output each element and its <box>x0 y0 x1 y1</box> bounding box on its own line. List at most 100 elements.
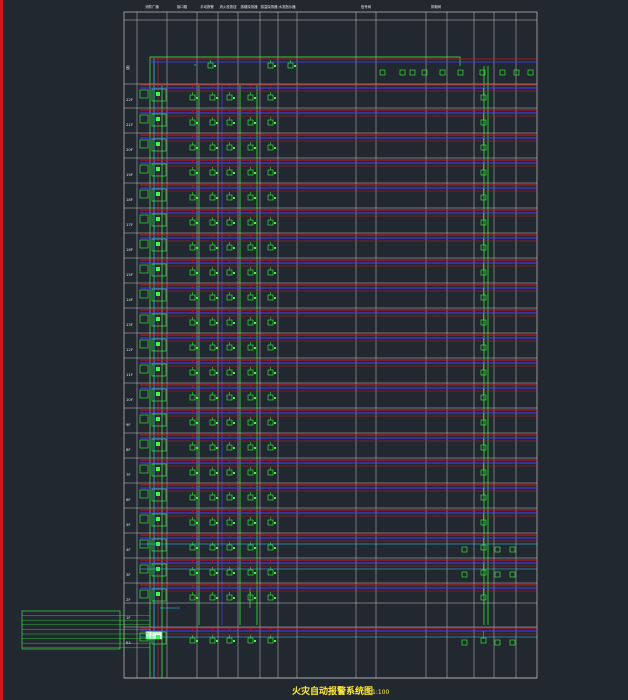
device-mark <box>274 322 276 324</box>
device-symbol <box>189 494 196 501</box>
device-mark <box>274 447 276 449</box>
device-symbol <box>267 269 274 276</box>
device-symbol <box>247 444 254 451</box>
device-symbol <box>226 144 233 151</box>
device-symbol <box>267 119 274 126</box>
module-box <box>151 263 167 277</box>
device-symbol <box>189 344 196 351</box>
device-mark <box>274 347 276 349</box>
device-symbol <box>226 444 233 451</box>
device-mark <box>216 122 218 124</box>
floor-label: 11F <box>126 372 133 377</box>
valve-symbol <box>480 544 487 551</box>
floor-label: 8F <box>126 447 131 452</box>
module-box <box>151 538 167 552</box>
valve-symbol <box>480 419 487 426</box>
device-mark <box>233 397 235 399</box>
device-mark <box>216 297 218 299</box>
floor-label: 7F <box>126 472 131 477</box>
device-mark <box>274 497 276 499</box>
valve-symbol <box>480 194 487 201</box>
device-symbol <box>226 494 233 501</box>
header-column-label: 手动报警 <box>200 4 214 9</box>
device-symbol <box>226 119 233 126</box>
device-symbol <box>226 419 233 426</box>
device-symbol <box>267 144 274 151</box>
device-symbol <box>209 637 216 644</box>
device-mark <box>274 65 276 67</box>
device-symbol <box>247 594 254 601</box>
roof-bus-loop <box>149 56 461 66</box>
device-mark <box>254 347 256 349</box>
header-column-label: 接口箱 <box>177 4 188 9</box>
module-box <box>151 238 167 252</box>
roof-device <box>527 69 534 76</box>
device-mark <box>254 297 256 299</box>
lower-device <box>461 546 468 553</box>
module-box <box>151 138 167 152</box>
device-mark <box>216 247 218 249</box>
floor-row: 屋 <box>124 58 537 85</box>
valve-symbol <box>480 444 487 451</box>
device-symbol <box>209 219 216 226</box>
valve-symbol <box>480 294 487 301</box>
roof-device <box>513 69 520 76</box>
module-box <box>151 588 167 602</box>
device-mark <box>216 372 218 374</box>
floor-row: 4F <box>124 534 537 559</box>
device-symbol <box>267 319 274 326</box>
device-symbol <box>226 169 233 176</box>
device-symbol <box>189 469 196 476</box>
floor-label: 22F <box>126 97 133 102</box>
device-symbol <box>226 319 233 326</box>
floor-row: 3F <box>124 559 537 584</box>
module-box <box>151 388 167 402</box>
junction-box <box>139 439 149 449</box>
floor-row: 8F <box>124 434 537 459</box>
device-mark <box>196 522 198 524</box>
device-mark <box>274 640 276 642</box>
device-symbol <box>247 194 254 201</box>
device-symbol <box>207 62 214 69</box>
floor-label: 19F <box>126 172 133 177</box>
device-mark <box>274 297 276 299</box>
device-mark <box>196 122 198 124</box>
legend-box <box>21 610 150 650</box>
floor-row: 6F <box>124 484 537 509</box>
device-mark <box>274 172 276 174</box>
device-symbol <box>267 544 274 551</box>
device-symbol <box>267 519 274 526</box>
device-mark <box>254 497 256 499</box>
junction-box <box>139 189 149 199</box>
device-mark <box>254 572 256 574</box>
device-symbol <box>267 344 274 351</box>
device-mark <box>274 472 276 474</box>
module-symbol <box>156 267 160 271</box>
valve-symbol <box>480 394 487 401</box>
device-symbol <box>267 394 274 401</box>
device-mark <box>196 397 198 399</box>
header-row: 消防广播接口箱手动报警消火栓按钮感烟探测器感温探测器水流指示器信号阀排烟阀 <box>124 4 537 21</box>
valve-symbol <box>480 469 487 476</box>
module-symbol <box>156 142 160 146</box>
floor-row: 20F <box>124 134 537 159</box>
module-symbol <box>156 342 160 346</box>
valve-symbol <box>480 519 487 526</box>
floor-label: 5F <box>126 522 131 527</box>
device-symbol <box>226 269 233 276</box>
device-symbol <box>247 219 254 226</box>
module-symbol <box>156 492 160 496</box>
floor-row: 10F <box>124 384 537 409</box>
device-mark <box>196 572 198 574</box>
device-symbol <box>209 394 216 401</box>
floor-label: 14F <box>126 297 133 302</box>
floor-label: 9F <box>126 422 131 427</box>
junction-box <box>139 264 149 274</box>
device-mark <box>196 222 198 224</box>
device-symbol <box>247 344 254 351</box>
device-mark <box>274 272 276 274</box>
device-symbol <box>189 219 196 226</box>
device-symbol <box>267 469 274 476</box>
roof-device <box>409 69 416 76</box>
device-symbol <box>209 519 216 526</box>
